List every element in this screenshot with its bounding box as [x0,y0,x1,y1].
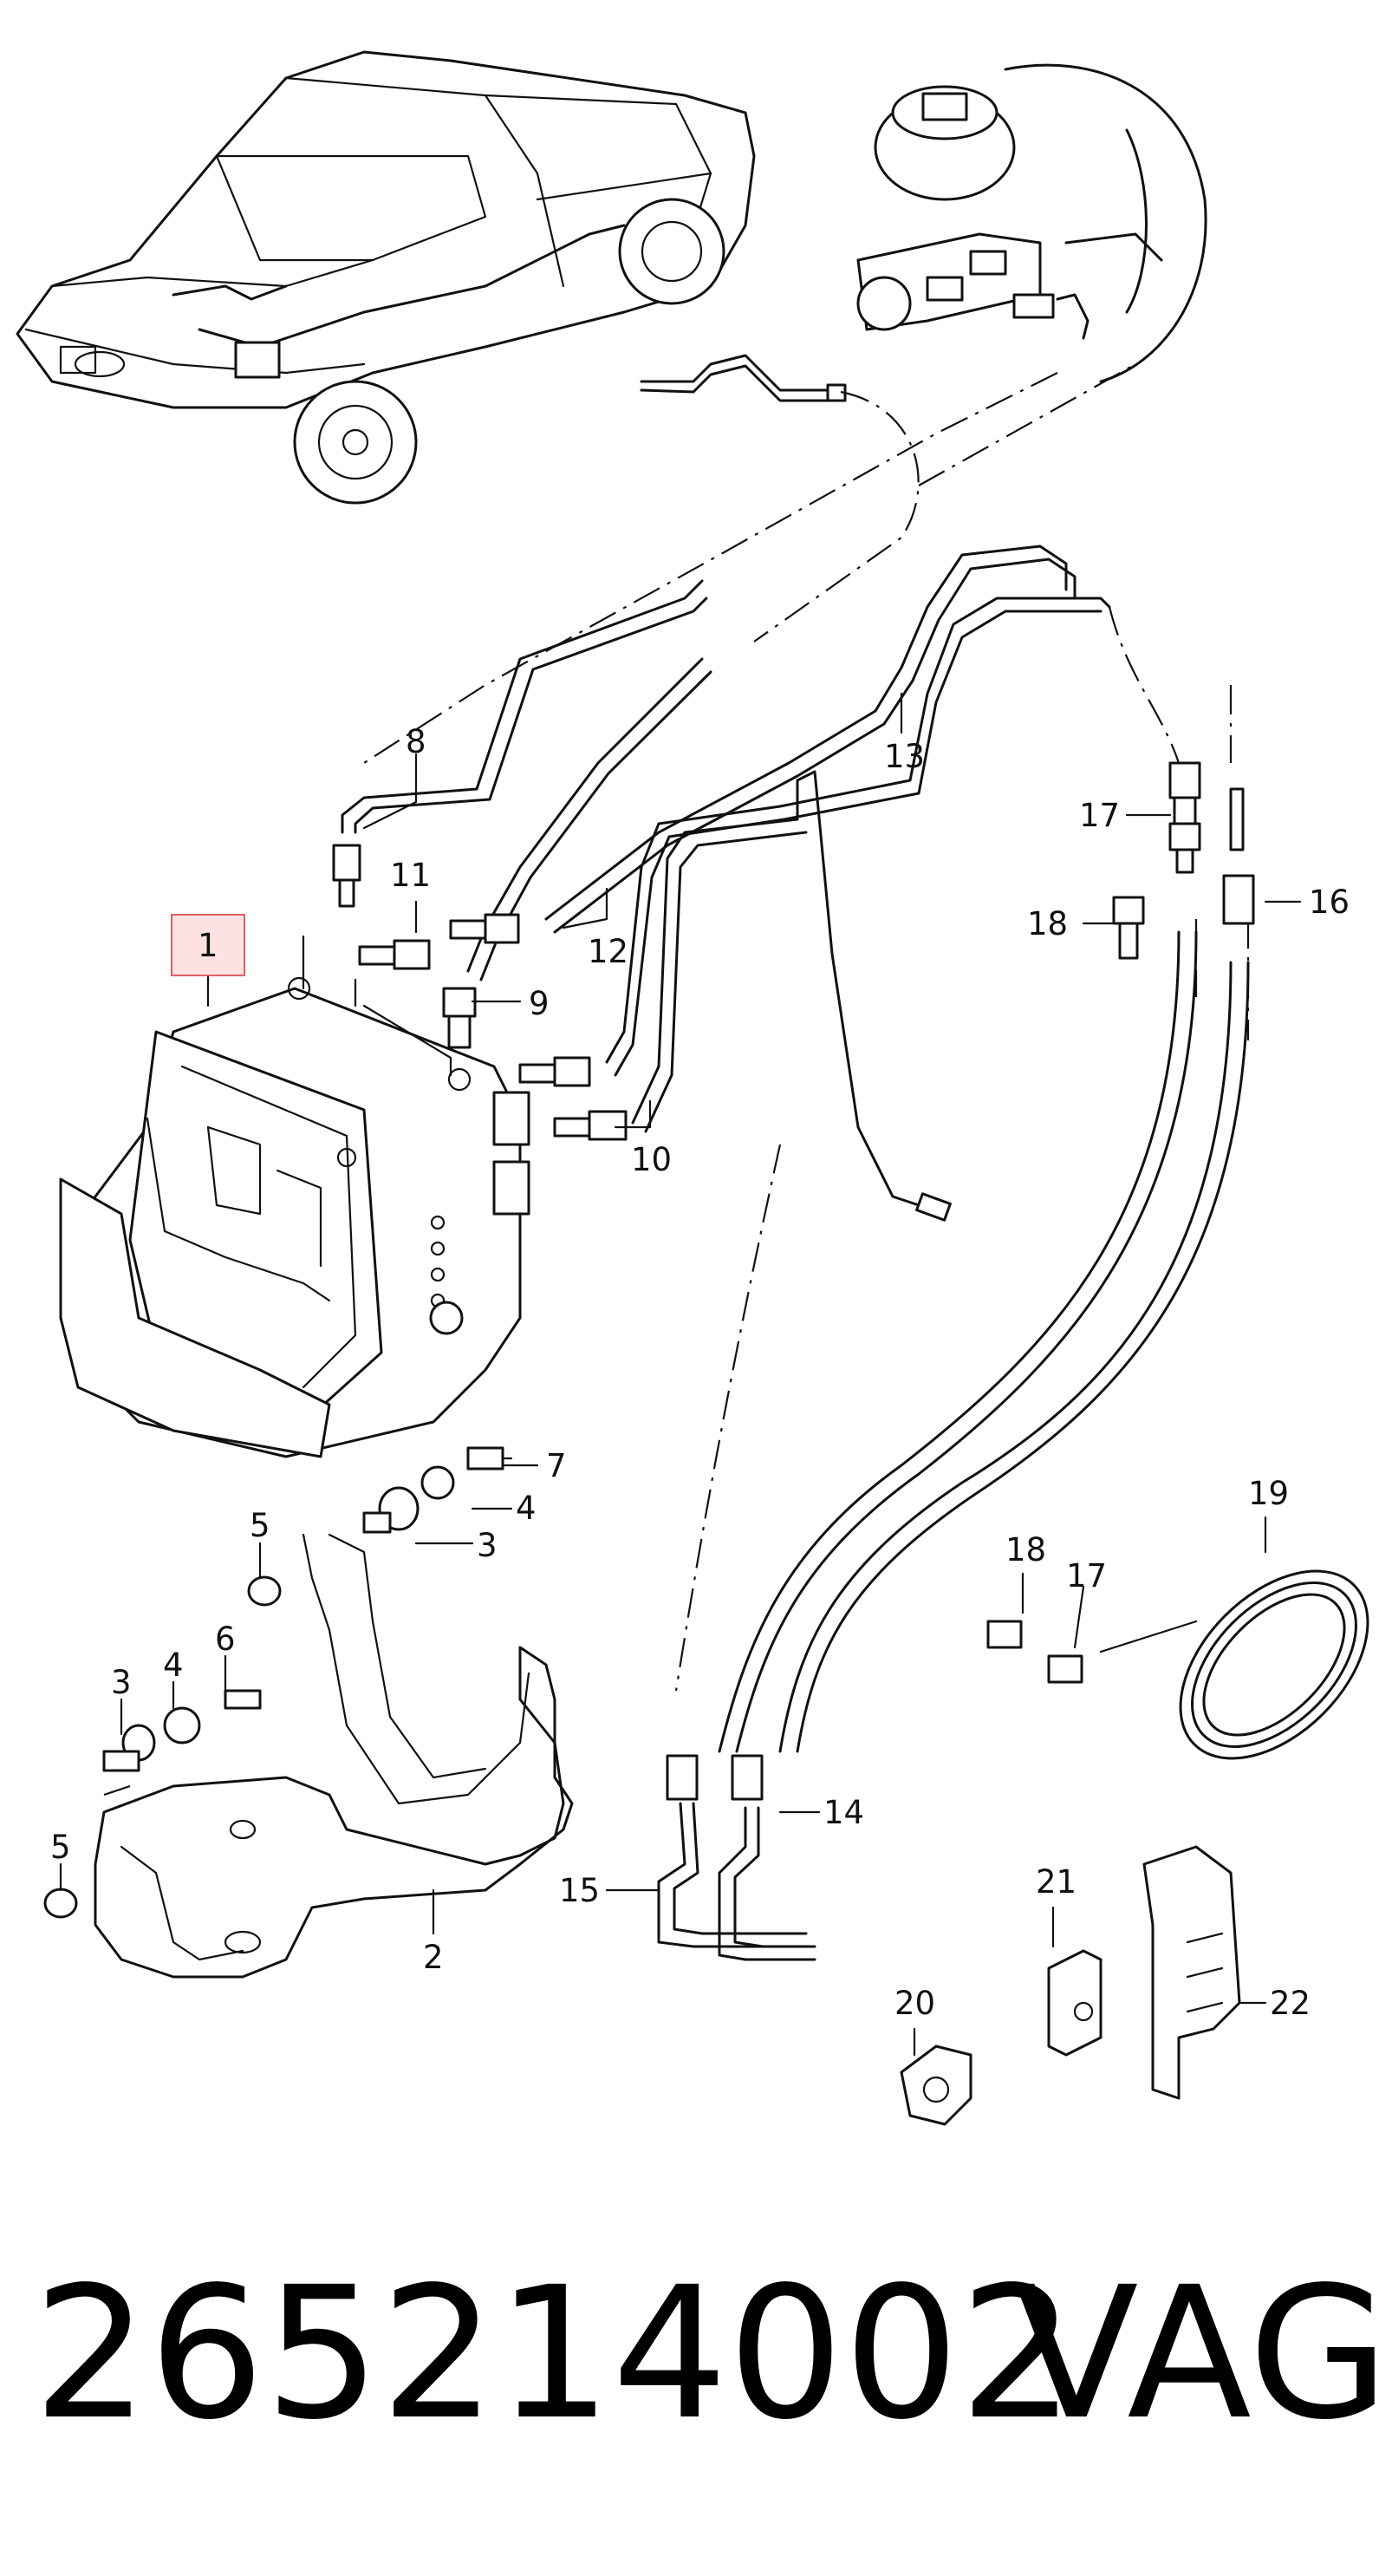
callout-4-lower: 4 [163,1647,184,1684]
callout-20: 20 [894,1985,935,2022]
callout-2: 2 [423,1939,444,1976]
callout-17-lower: 17 [1066,1557,1107,1595]
callout-19: 19 [1248,1475,1289,1512]
callout-1-highlight-box [171,914,245,976]
callout-5-lower: 5 [50,1829,71,1866]
callout-9: 9 [529,985,550,1022]
callout-6: 6 [215,1621,236,1658]
leader-lines [59,692,1302,2057]
callout-4-upper: 4 [516,1490,537,1527]
callout-3-upper: 3 [477,1527,498,1564]
callout-7: 7 [546,1447,567,1484]
abs-control-unit [59,935,530,1458]
callout-18-lower: 18 [1005,1531,1046,1568]
callout-labels: 1 2 3 3 4 4 5 5 6 7 8 9 10 11 12 13 14 1… [50,723,1350,2022]
callout-17-upper: 17 [1079,797,1120,834]
mounting-bracket [94,1533,574,1979]
brake-booster [856,63,1207,383]
callout-11: 11 [390,857,431,894]
callout-21: 21 [1036,1863,1077,1901]
callout-8: 8 [406,723,426,760]
callout-10: 10 [631,1141,672,1178]
part-number: 265214002 [33,2247,1076,2460]
callout-13: 13 [884,738,925,775]
small-hardware [43,1446,1083,1919]
callout-14: 14 [823,1794,864,1831]
callout-3-lower: 3 [111,1664,132,1701]
line-fittings [332,761,1255,1801]
vacuum-hose [640,354,834,402]
clips [900,1845,1241,2126]
callout-12: 12 [588,933,628,970]
callout-15: 15 [559,1872,600,1909]
wire-coil [1099,1569,1369,1760]
callout-22: 22 [1270,1985,1311,2022]
callout-5-upper: 5 [250,1507,270,1544]
callout-16: 16 [1309,884,1350,921]
callout-1: 1 [198,927,218,964]
brand-name: VAG [1014,2247,1389,2460]
brake-lines [341,545,1250,1961]
car-illustration [16,50,756,505]
callout-18-upper: 18 [1027,905,1068,942]
